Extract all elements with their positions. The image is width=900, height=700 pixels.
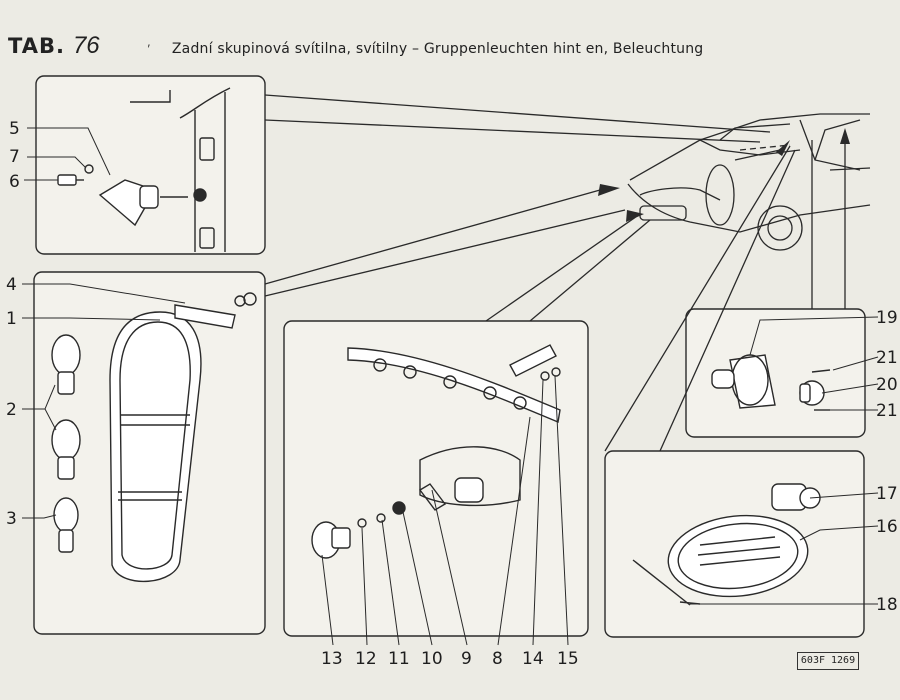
- part-number: 16: [876, 517, 898, 537]
- part-number: 15: [557, 649, 579, 669]
- car-rear-illustration: [627, 113, 871, 251]
- part-number: 1: [6, 309, 17, 329]
- panel-connector-lines: [264, 94, 846, 452]
- part-number: 21: [876, 348, 898, 368]
- part-number: 18: [876, 595, 898, 615]
- part-number: 4: [6, 275, 17, 295]
- leader-lines: [22, 127, 879, 646]
- part-number: 9: [461, 649, 472, 669]
- mount-detail-drawing: [57, 87, 231, 252]
- part-number: 3: [6, 509, 17, 529]
- part-number: 13: [321, 649, 343, 669]
- part-number: 19: [876, 308, 898, 328]
- part-number: 20: [876, 375, 898, 395]
- header-mark: ′: [147, 42, 150, 56]
- tab-label: TAB.: [8, 34, 65, 58]
- part-number: 17: [876, 484, 898, 504]
- part-number: 12: [355, 649, 377, 669]
- plate-lamp-drawing: [311, 344, 561, 559]
- part-number-labels: 5 7 6 4 1 2 3 13 12 11 10 9 8 14 15 19 2…: [6, 119, 898, 669]
- part-number: 10: [421, 649, 443, 669]
- panel-mount-detail: [35, 75, 266, 255]
- part-number: 6: [9, 172, 20, 192]
- part-number: 8: [492, 649, 503, 669]
- rear-lamp-drawing: [51, 292, 257, 583]
- reference-code: 603F 1269: [797, 652, 859, 670]
- page-title: Zadní skupinová svítilna, svítilny – Gru…: [171, 41, 704, 57]
- part-number: 11: [388, 649, 410, 669]
- part-number: 21: [876, 401, 898, 421]
- page-header: TAB. 76 ′ Zadní skupinová svítilna, svít…: [8, 32, 704, 59]
- panel-interior-lamp: [685, 308, 866, 438]
- part-number: 14: [522, 649, 544, 669]
- part-number: 7: [9, 147, 20, 167]
- part-number: 2: [6, 400, 17, 420]
- part-number: 5: [9, 119, 20, 139]
- tab-number: 76: [72, 32, 100, 59]
